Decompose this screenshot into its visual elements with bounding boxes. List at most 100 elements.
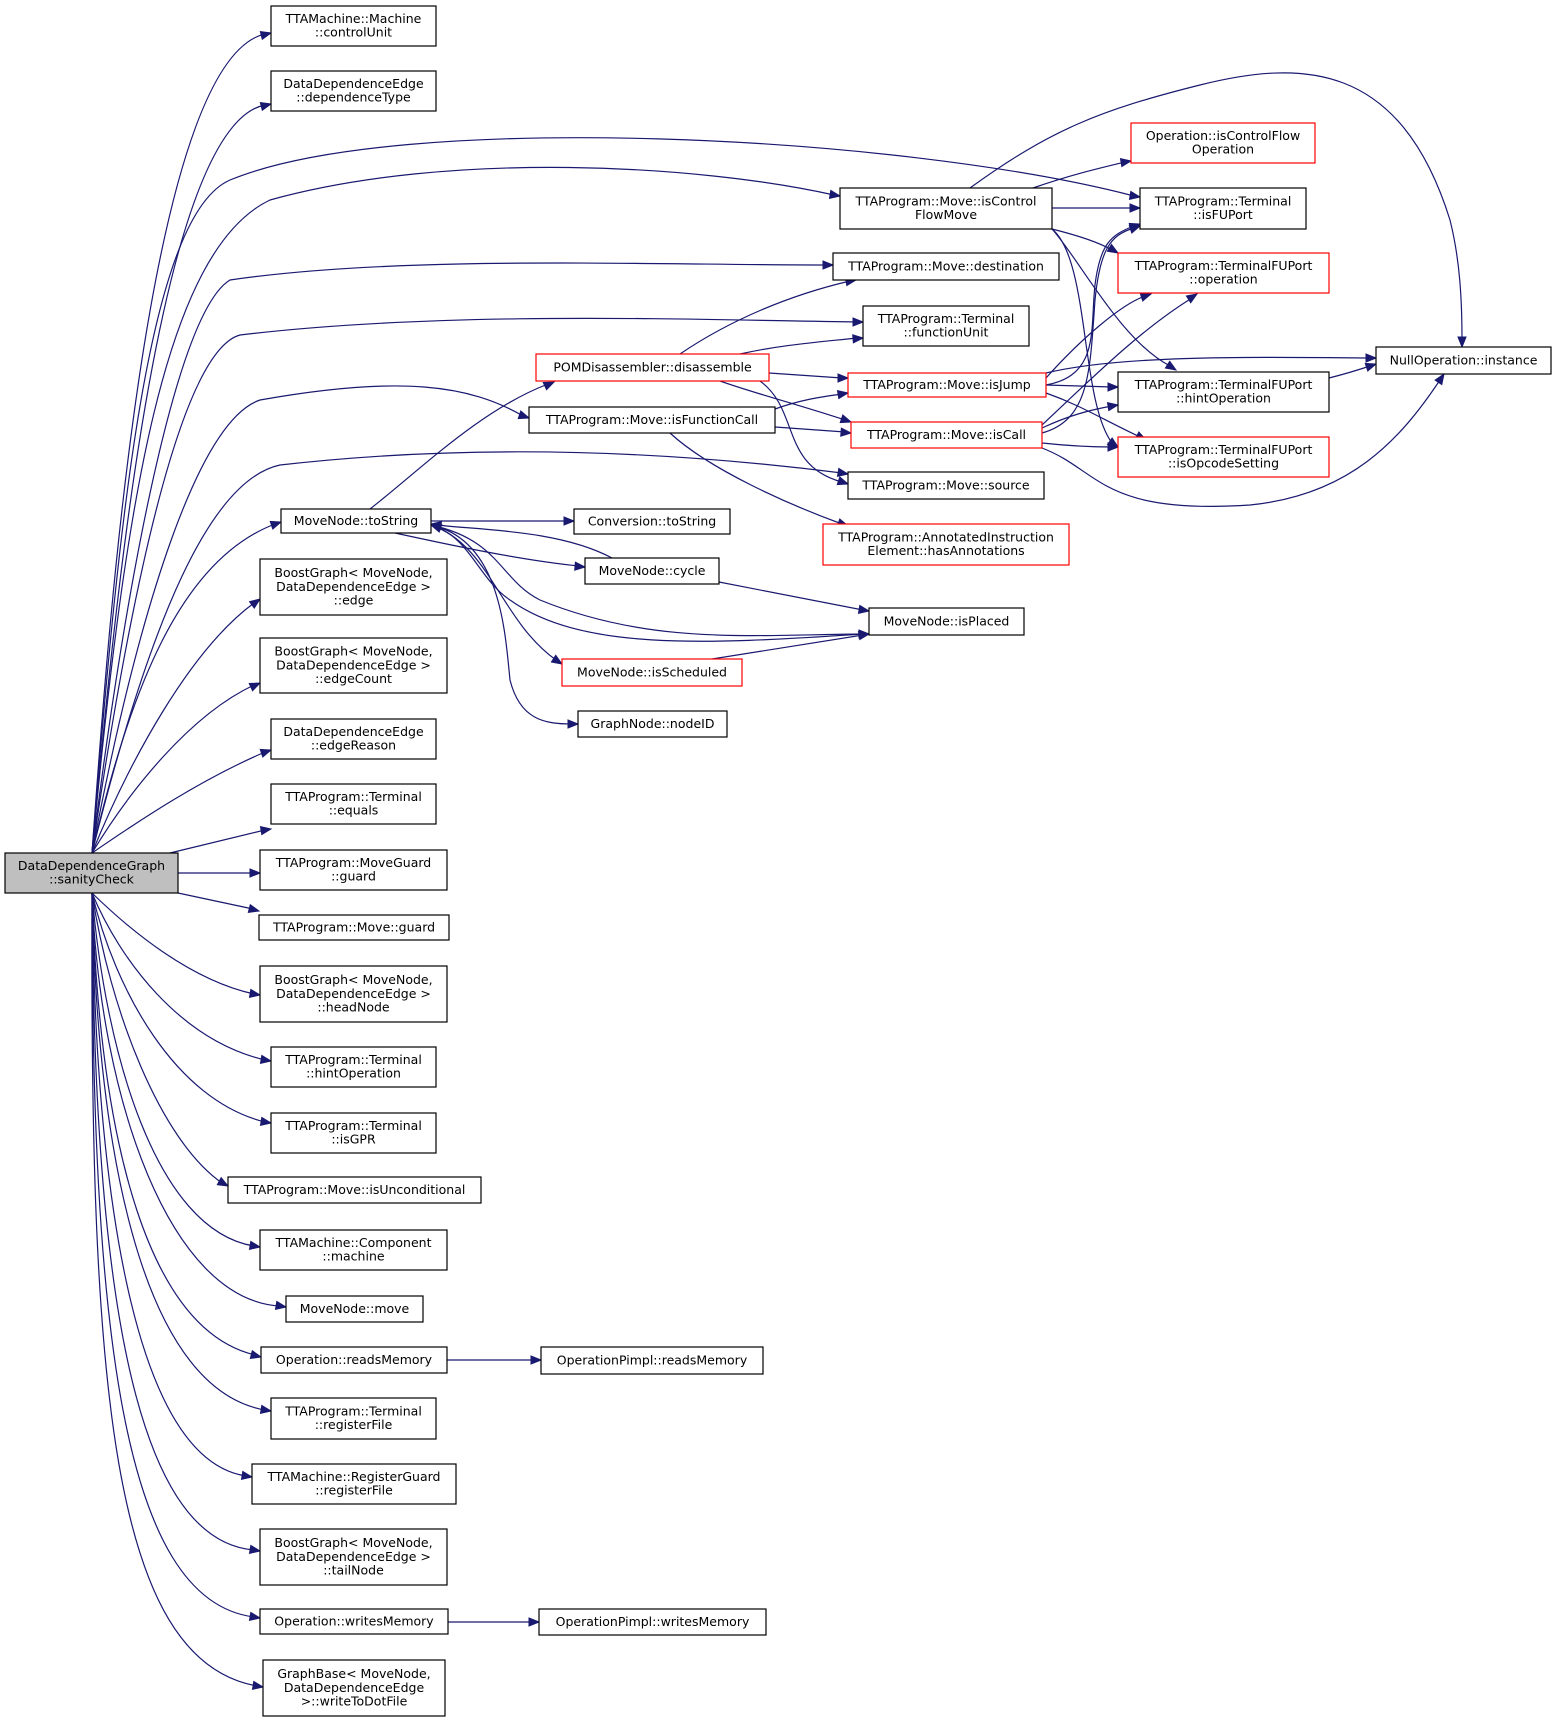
node-hasAnnotations[interactable]: TTAProgram::AnnotatedInstructionElement:… bbox=[822, 523, 1070, 566]
node-pimplWrites[interactable]: OperationPimpl::writesMemory bbox=[538, 1608, 767, 1636]
node-fuOperation[interactable]: TTAProgram::TerminalFUPort::operation bbox=[1117, 252, 1330, 294]
node-label-line: Conversion::toString bbox=[588, 513, 716, 528]
node-disassemble[interactable]: POMDisassembler::disassemble bbox=[535, 353, 770, 382]
node-label-line: TTAProgram::Terminal bbox=[284, 1052, 422, 1067]
edge-root-to-writeToDotFile bbox=[91, 892, 258, 1687]
node-label-line: MoveNode::toString bbox=[294, 513, 418, 528]
node-move[interactable]: MoveNode::move bbox=[285, 1295, 424, 1323]
edge-root-to-destination bbox=[91, 262, 828, 854]
node-moveGuard[interactable]: TTAProgram::Move::guard bbox=[258, 914, 450, 941]
node-label-line: ::headNode bbox=[317, 999, 390, 1014]
arrowhead-root-to-edgeReason bbox=[259, 748, 273, 758]
node-box bbox=[258, 914, 450, 941]
node-convToString[interactable]: Conversion::toString bbox=[573, 508, 731, 535]
node-label-line: ::machine bbox=[322, 1249, 384, 1264]
edge-root-to-machine bbox=[91, 892, 255, 1247]
node-isFunctionCall[interactable]: TTAProgram::Move::isFunctionCall bbox=[528, 406, 776, 434]
node-headNode[interactable]: BoostGraph< MoveNode,DataDependenceEdge … bbox=[259, 965, 448, 1023]
edge-isFunctionCall-to-isJump bbox=[774, 393, 843, 410]
node-destination[interactable]: TTAProgram::Move::destination bbox=[832, 252, 1060, 281]
node-label-line: TTAProgram::Move::isControl bbox=[855, 194, 1037, 209]
edge-toStringMN-to-isPlaced bbox=[430, 524, 864, 637]
arrowhead-root-to-isGPR bbox=[259, 1116, 273, 1126]
arrowhead-root-to-guardRegFile bbox=[240, 1470, 254, 1480]
node-label-line: BoostGraph< MoveNode, bbox=[274, 565, 432, 580]
node-nodeID[interactable]: GraphNode::nodeID bbox=[577, 710, 728, 738]
node-moveGuardGuard[interactable]: TTAProgram::MoveGuard::guard bbox=[259, 849, 448, 891]
node-termRegFile[interactable]: TTAProgram::Terminal::registerFile bbox=[270, 1397, 437, 1440]
node-label-line: DataDependenceEdge > bbox=[276, 657, 431, 672]
node-isCall[interactable]: TTAProgram::Move::isCall bbox=[850, 421, 1043, 449]
node-box bbox=[270, 718, 437, 760]
node-writeToDotFile[interactable]: GraphBase< MoveNode,DataDependenceEdge>:… bbox=[262, 1659, 446, 1717]
node-isGPR[interactable]: TTAProgram::Terminal::isGPR bbox=[270, 1112, 437, 1154]
arrowhead-readsMemory-to-pimplReads bbox=[530, 1355, 543, 1365]
node-label-line: TTAProgram::Terminal bbox=[877, 311, 1015, 326]
node-box bbox=[1117, 252, 1330, 294]
node-box bbox=[285, 1295, 424, 1323]
node-readsMemory[interactable]: Operation::readsMemory bbox=[260, 1346, 448, 1374]
node-isScheduled[interactable]: MoveNode::isScheduled bbox=[561, 658, 743, 687]
node-writesMemory[interactable]: Operation::writesMemory bbox=[259, 1608, 449, 1635]
node-label-line: TTAProgram::AnnotatedInstruction bbox=[837, 530, 1054, 545]
node-label-line: TTAProgram::Move::isUnconditional bbox=[243, 1182, 466, 1197]
node-isFUPort[interactable]: TTAProgram::Terminal::isFUPort bbox=[1139, 187, 1307, 230]
node-dependenceType[interactable]: DataDependenceEdge::dependenceType bbox=[270, 70, 437, 112]
node-box bbox=[270, 1397, 437, 1440]
node-isUnconditional[interactable]: TTAProgram::Move::isUnconditional bbox=[227, 1176, 482, 1204]
node-functionUnit[interactable]: TTAProgram::Terminal::functionUnit bbox=[862, 305, 1030, 347]
node-label-line: OperationPimpl::readsMemory bbox=[557, 1352, 748, 1367]
arrowhead-isCall-to-fuHintOp bbox=[1106, 402, 1120, 412]
edge-isFunctionCall-to-hasAnnotations bbox=[669, 432, 843, 525]
node-isPlaced[interactable]: MoveNode::isPlaced bbox=[868, 607, 1025, 636]
arrowhead-root-to-readsMemory bbox=[249, 1349, 263, 1360]
arrowhead-root-to-termRegFile bbox=[259, 1404, 273, 1414]
node-fuHintOp[interactable]: TTAProgram::TerminalFUPort::hintOperatio… bbox=[1117, 371, 1330, 413]
node-root[interactable]: DataDependenceGraph::sanityCheck bbox=[4, 852, 179, 894]
arrowhead-root-to-isFunctionCall bbox=[517, 410, 531, 420]
arrowhead-root-to-termHintOp bbox=[259, 1054, 273, 1064]
arrowhead-toStringMN-to-isScheduled bbox=[550, 654, 564, 665]
arrowhead-root-to-dependenceType bbox=[259, 101, 273, 112]
node-source[interactable]: TTAProgram::Move::source bbox=[847, 471, 1045, 500]
node-label-line: TTAProgram::Terminal bbox=[284, 789, 422, 804]
node-termHintOp[interactable]: TTAProgram::Terminal::hintOperation bbox=[270, 1046, 437, 1088]
node-tailNode[interactable]: BoostGraph< MoveNode,DataDependenceEdge … bbox=[259, 1528, 448, 1586]
arrowhead-writesMemory-to-pimplWrites bbox=[528, 1617, 541, 1627]
arrowhead-fuHintOp-to-nullInstance bbox=[1364, 362, 1378, 372]
node-nullInstance[interactable]: NullOperation::instance bbox=[1375, 346, 1552, 375]
edge-root-to-readsMemory bbox=[91, 892, 256, 1356]
node-machine[interactable]: TTAMachine::Component::machine bbox=[259, 1229, 448, 1271]
edge-disassemble-to-destination bbox=[679, 280, 851, 355]
node-pimplReads[interactable]: OperationPimpl::readsMemory bbox=[540, 1346, 764, 1375]
edge-isJump-to-fuOperation bbox=[1045, 295, 1146, 379]
node-label-line: ::functionUnit bbox=[904, 325, 989, 340]
arrowhead-isCall-to-isOpcodeSetting bbox=[1107, 442, 1120, 452]
edge-root-to-guardRegFile bbox=[91, 892, 247, 1477]
node-label-line: ::registerFile bbox=[315, 1417, 393, 1432]
edge-root-to-isUnconditional bbox=[91, 892, 223, 1184]
node-guardRegFile[interactable]: TTAMachine::RegisterGuard::registerFile bbox=[251, 1463, 457, 1505]
node-cycle[interactable]: MoveNode::cycle bbox=[584, 557, 720, 585]
node-label-line: ::edgeCount bbox=[315, 671, 392, 686]
node-isJump[interactable]: TTAProgram::Move::isJump bbox=[847, 372, 1047, 398]
node-label-line: ::equals bbox=[329, 803, 379, 818]
node-box bbox=[538, 1608, 767, 1636]
edge-root-to-edgeCount bbox=[91, 684, 255, 854]
node-edgeReason[interactable]: DataDependenceEdge::edgeReason bbox=[270, 718, 437, 760]
node-edge[interactable]: BoostGraph< MoveNode,DataDependenceEdge … bbox=[259, 558, 448, 616]
node-label-line: ::edge bbox=[334, 592, 374, 607]
edge-root-to-moveGuard bbox=[177, 892, 254, 910]
node-controlUnit[interactable]: TTAMachine::Machine::controlUnit bbox=[270, 5, 437, 47]
arrowhead-toStringMN-to-cycle bbox=[574, 561, 587, 571]
node-edgeCount[interactable]: BoostGraph< MoveNode,DataDependenceEdge … bbox=[259, 637, 448, 694]
edge-root-to-writesMemory bbox=[91, 892, 255, 1618]
node-toStringMN[interactable]: MoveNode::toString bbox=[280, 508, 432, 534]
node-isOpcodeSetting[interactable]: TTAProgram::TerminalFUPort::isOpcodeSett… bbox=[1117, 436, 1330, 478]
arrowhead-root-to-headNode bbox=[248, 988, 262, 998]
node-equals[interactable]: TTAProgram::Terminal::equals bbox=[270, 783, 437, 825]
node-label-line: GraphBase< MoveNode, bbox=[277, 1666, 430, 1681]
